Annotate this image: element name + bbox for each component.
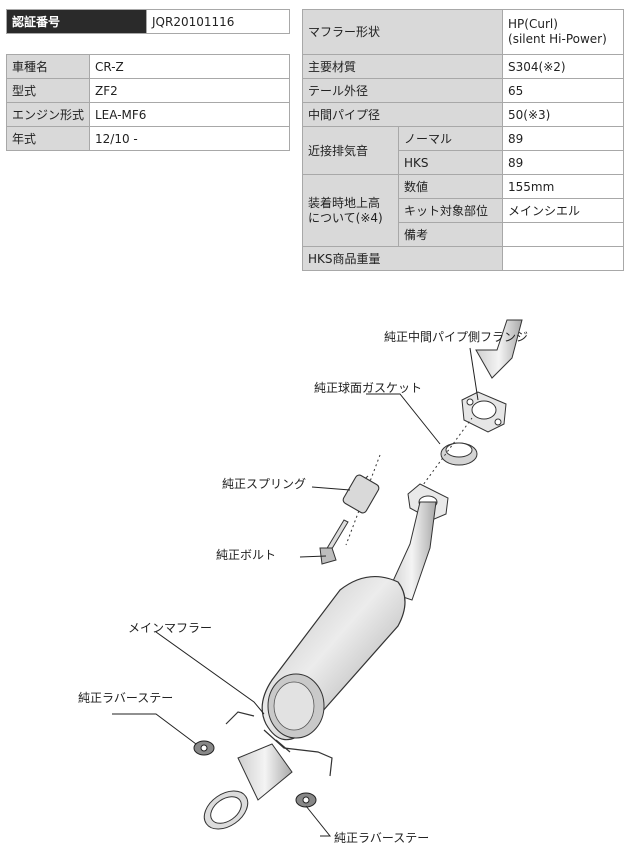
table-row: 主要材質 S304(※2) xyxy=(301,54,625,79)
label-bolt: 純正ボルト xyxy=(216,548,276,562)
label-rubber-stay-left: 純正ラバーステー xyxy=(78,691,173,705)
year-label: 年式 xyxy=(6,126,90,151)
noise-label: 近接排気音 xyxy=(302,126,399,175)
material-label: 主要材質 xyxy=(301,54,504,79)
tail-pipe xyxy=(203,743,293,830)
table-row: 年式 12/10 - xyxy=(6,126,290,151)
muffler-shape-value: HP(Curl)(silent Hi-Power) xyxy=(502,9,625,55)
table-row: テール外径 65 xyxy=(301,78,625,103)
clearance-note-label: 備考 xyxy=(397,222,504,247)
clearance-value: 155mm xyxy=(502,174,625,199)
engine-type-value: LEA-MF6 xyxy=(89,102,290,127)
label-flange: 純正中間パイプ側フランジ xyxy=(384,329,528,344)
mid-pipe xyxy=(475,319,523,379)
muffler-shape-line1: HP(Curl) xyxy=(508,17,558,31)
label-main-muffler: メインマフラー xyxy=(128,621,212,635)
label-gasket: 純正球面ガスケット xyxy=(314,381,422,395)
table-row: エンジン形式 LEA-MF6 xyxy=(6,102,290,127)
table-row: 備考 xyxy=(303,222,625,247)
main-muffler-body xyxy=(261,576,406,741)
muffler-shape-line2: (silent Hi-Power) xyxy=(508,32,607,46)
clearance-note-value xyxy=(502,222,625,247)
spec-table: マフラー形状 HP(Curl)(silent Hi-Power) 主要材質 S3… xyxy=(301,9,625,271)
table-row: 近接排気音 ノーマル 89 xyxy=(302,126,625,175)
muffler-shape-label: マフラー形状 xyxy=(301,9,504,55)
vehicle-name-label: 車種名 xyxy=(6,54,90,79)
noise-hks-value: 89 xyxy=(502,150,625,175)
bolt xyxy=(319,519,349,565)
leader-lines xyxy=(112,347,479,837)
table-row: 車種名 CR-Z xyxy=(6,54,290,79)
label-spring: 純正スプリング xyxy=(222,477,306,491)
rubber-stay-bottom xyxy=(295,792,317,808)
model-code-value: ZF2 xyxy=(89,78,290,103)
gasket xyxy=(440,442,478,466)
label-rubber-stay-bottom: 純正ラバーステー xyxy=(334,831,429,845)
noise-normal-label: ノーマル xyxy=(397,126,504,151)
clearance-value-label: 数値 xyxy=(397,174,504,199)
weight-value xyxy=(502,246,625,271)
noise-hks-label: HKS xyxy=(397,150,504,175)
hanger-rod xyxy=(225,711,333,777)
rubber-stay-left xyxy=(193,740,215,756)
clearance-part-value: メインシエル xyxy=(502,198,625,223)
clearance-label-line2: について(※4) xyxy=(308,210,383,225)
model-code-label: 型式 xyxy=(6,78,90,103)
table-row: HKS 89 xyxy=(303,150,625,175)
clearance-label: 装着時地上高について(※4) xyxy=(302,174,399,247)
noise-normal-value: 89 xyxy=(502,126,625,151)
certification-row: 認証番号 JQR20101116 xyxy=(6,9,290,34)
flange xyxy=(461,391,507,433)
table-row: 型式 ZF2 xyxy=(6,78,290,103)
clearance-label-line1: 装着時地上高 xyxy=(308,195,381,210)
year-value: 12/10 - xyxy=(89,126,290,151)
table-row: 装着時地上高について(※4) 数値 155mm xyxy=(302,174,625,247)
muffler-inlet-pipe xyxy=(387,501,437,601)
certification-table: 認証番号 JQR20101116 xyxy=(6,9,290,34)
tail-diameter-label: テール外径 xyxy=(301,78,504,103)
vehicle-table: 車種名 CR-Z 型式 ZF2 エンジン形式 LEA-MF6 年式 12/10 … xyxy=(6,54,290,151)
mid-pipe-diameter-label: 中間パイプ径 xyxy=(301,102,504,127)
certification-label: 認証番号 xyxy=(6,9,147,34)
engine-type-label: エンジン形式 xyxy=(6,102,90,127)
exhaust-parts-diagram: 純正中間パイプ側フランジ 純正球面ガスケット 純正スプリング 純正ボルト メイン… xyxy=(78,319,528,845)
mid-pipe-diameter-value: 50(※3) xyxy=(502,102,625,127)
material-value: S304(※2) xyxy=(502,54,625,79)
spring xyxy=(342,474,380,514)
table-row: キット対象部位 メインシエル xyxy=(303,198,625,223)
tail-diameter-value: 65 xyxy=(502,78,625,103)
weight-label: HKS商品重量 xyxy=(301,246,504,271)
vehicle-name-value: CR-Z xyxy=(89,54,290,79)
clearance-part-label: キット対象部位 xyxy=(397,198,504,223)
table-row: 中間パイプ径 50(※3) xyxy=(301,102,625,127)
table-row: HKS商品重量 xyxy=(301,246,625,271)
table-row: マフラー形状 HP(Curl)(silent Hi-Power) xyxy=(301,9,625,55)
certification-value: JQR20101116 xyxy=(146,9,290,34)
